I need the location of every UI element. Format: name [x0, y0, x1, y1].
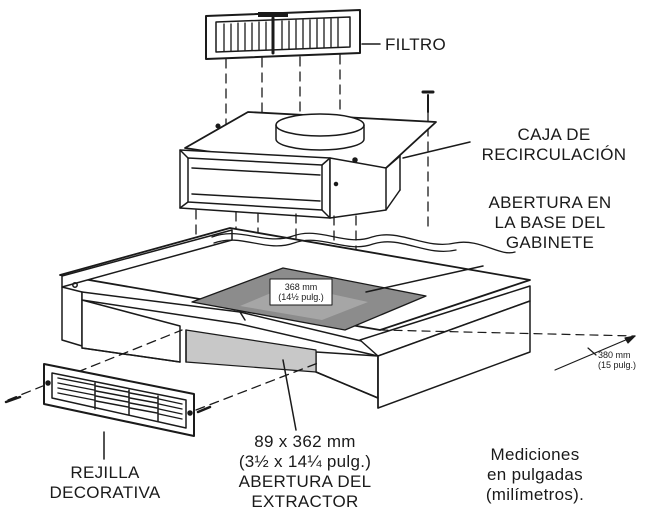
recirculation-box-leader-line: [402, 141, 471, 159]
filter-label: FILTRO: [385, 35, 446, 54]
cabinet-opening-leader-line: [365, 265, 484, 293]
exhaust-opening-leader-line: [282, 359, 297, 431]
alignment-dashes-lower: [7, 329, 319, 411]
units-note-line-3: (milímetros).: [485, 485, 585, 504]
units-note-line-1: Mediciones: [490, 445, 580, 464]
cabinet-opening-label-line-3: GABINETE: [505, 233, 595, 252]
cabinet-dimension-mm: 368 mm: [284, 282, 318, 292]
units-note-line-2: en pulgadas: [487, 465, 583, 484]
exhaust-opening-label-line-3: ABERTURA DEL: [238, 472, 372, 491]
cabinet-opening-label-line-2: LA BASE DEL: [494, 213, 606, 232]
filter-illustration: [205, 9, 361, 60]
cabinet-dimension-label: 368 mm (14½ pulg.): [270, 282, 332, 302]
exhaust-opening-label-line-2: (3½ x 14¼ pulg.): [238, 452, 372, 471]
recirculation-box-illustration: [179, 111, 437, 219]
grille-label: REJILLA DECORATIVA: [30, 463, 180, 503]
cabinet-dimension-box: [269, 278, 333, 306]
recirculation-box-label-line-1: CAJA DE: [517, 125, 591, 144]
grille-label-line-1: REJILLA: [70, 463, 140, 482]
grille-screw-icon: [4, 395, 212, 414]
cabinet-dimension-in: (14½ pulg.): [278, 292, 324, 302]
depth-dimension-label: 380 mm (15 pulg.): [598, 350, 636, 370]
screw-icon: [421, 90, 435, 233]
depth-dimension-in: (15 pulg.): [598, 360, 637, 370]
exhaust-opening-label-line-1: 89 x 362 mm: [254, 432, 356, 451]
recirculation-box-label-line-2: RECIRCULACIÓN: [481, 145, 627, 164]
decorative-grille-illustration: [43, 363, 195, 437]
exhaust-opening-label-line-4: EXTRACTOR: [251, 492, 359, 511]
recirculation-box-label: CAJA DE RECIRCULACIÓN: [466, 125, 642, 165]
units-note: Mediciones en pulgadas (milímetros).: [460, 445, 610, 505]
exhaust-opening-label: 89 x 362 mm (3½ x 14¼ pulg.) ABERTURA DE…: [225, 432, 385, 512]
depth-dimension-line: [379, 329, 636, 371]
cabinet-opening-label: ABERTURA EN LA BASE DEL GABINETE: [470, 193, 630, 253]
grille-label-line-2: DECORATIVA: [49, 483, 161, 502]
depth-dimension-mm: 380 mm: [598, 350, 631, 360]
cabinet-opening-label-line-1: ABERTURA EN: [488, 193, 612, 212]
